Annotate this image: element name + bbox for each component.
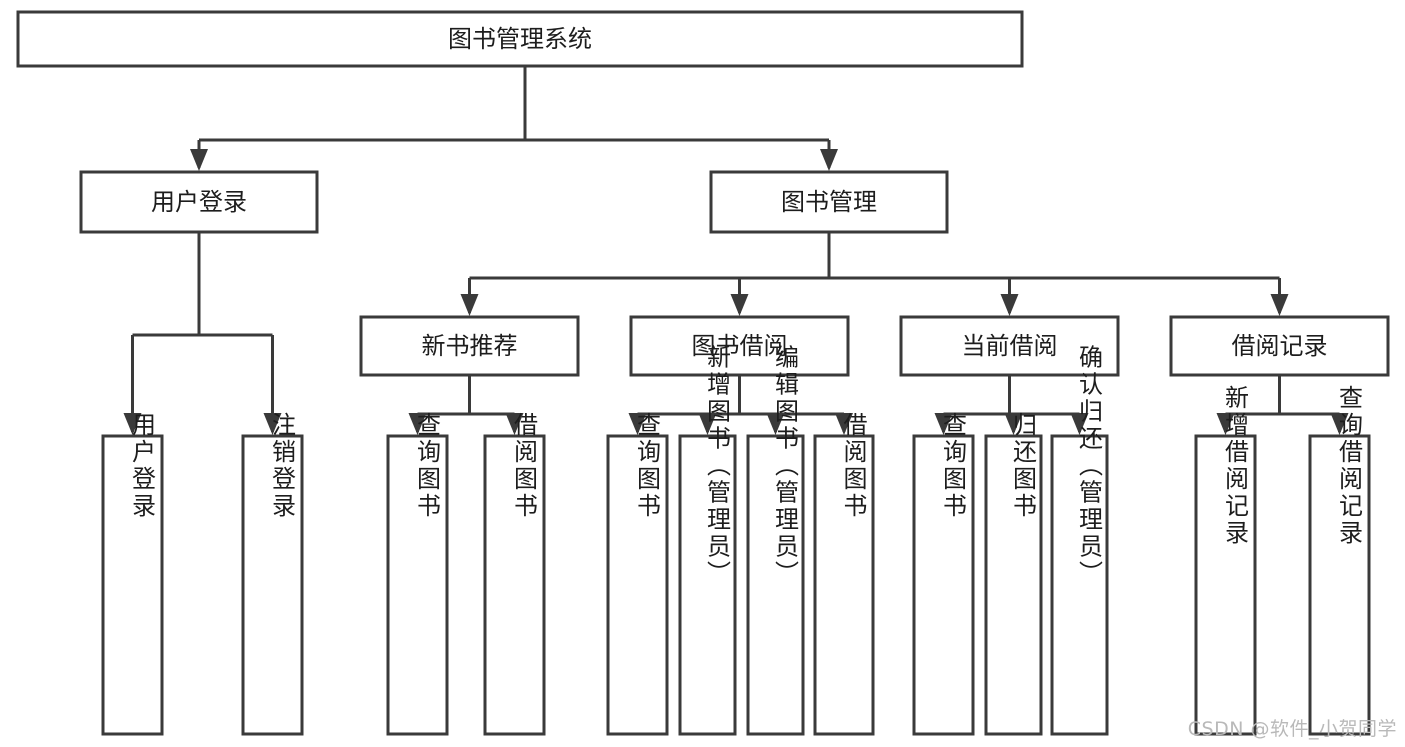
node-leaf-borrow-book-rec-box[interactable] [483,434,546,736]
node-borrow-record[interactable]: 借阅记录 [1169,315,1390,377]
node-leaf-add-book-box[interactable] [678,434,737,736]
node-leaf-user-login[interactable]: 用户登录 [101,412,164,736]
node-user-login-box[interactable] [79,170,319,234]
node-leaf-query-record-label: 查询借阅记录 [1335,385,1363,547]
node-leaf-user-logout[interactable]: 注销登录 [241,412,304,736]
node-book-borrow[interactable]: 图书借阅 [629,315,850,377]
node-leaf-borrow-book-box[interactable] [813,434,875,736]
arrow-head-icon-l2-1 [820,149,838,171]
node-leaf-confirm-return-label: 确认归还（管理员） [1075,345,1103,588]
arrow-head-icon-l3-1 [730,294,749,316]
arrow-head-icon-leaf-query-book-current [934,413,953,435]
node-leaf-borrow-book-rec[interactable]: 借阅图书 [483,412,546,736]
node-leaf-query-record-box[interactable] [1308,434,1371,736]
node-leaf-query-book-rec[interactable]: 查询图书 [386,412,449,736]
arrow-head-icon-leaf-edit-book [766,413,785,435]
arrow-head-icon-leaf-query-record [1330,413,1349,435]
node-root-box[interactable] [16,10,1024,68]
arrow-head-icon-leaf-borrow-book-rec [505,413,524,435]
node-leaf-edit-book-label: 编辑图书（管理员） [771,345,799,588]
arrow-head-icon-l3-3 [1270,294,1289,316]
arrow-head-icon-leaf-add-book [698,413,717,435]
node-current-borrow[interactable]: 当前借阅 [899,315,1120,377]
node-new-book-rec-label: 新书推荐 [422,332,518,360]
node-book-manage-box[interactable] [709,170,949,234]
node-leaf-query-book-rec-box[interactable] [386,434,449,736]
node-leaf-return-book[interactable]: 归还图书 [984,412,1043,736]
arrow-head-icon-l3-2 [1000,294,1019,316]
arrow-head-icon-leaf-borrow-book [835,413,853,435]
node-current-borrow-box[interactable] [899,315,1120,377]
node-current-borrow-label: 当前借阅 [962,332,1058,360]
node-leaf-query-book-borrow-box[interactable] [606,434,669,736]
node-leaf-query-book-borrow-label: 查询图书 [633,412,661,520]
node-leaf-return-book-box[interactable] [984,434,1043,736]
node-user-login[interactable]: 用户登录 [79,170,319,234]
node-leaf-add-record[interactable]: 新增借阅记录 [1194,385,1257,736]
arrow-head-icon-leaf-return-book [1004,413,1023,435]
node-leaf-query-book-rec-label: 查询图书 [413,412,441,520]
node-new-book-rec-box[interactable] [359,315,580,377]
node-leaf-user-login-label: 用户登录 [128,412,156,520]
node-leaf-query-book-current[interactable]: 查询图书 [912,412,975,736]
node-book-borrow-box[interactable] [629,315,850,377]
arrow-head-icon-leaf-user-logout [263,413,282,435]
node-leaf-user-logout-box[interactable] [241,434,304,736]
node-leaf-borrow-book[interactable]: 借阅图书 [813,412,875,736]
arrow-head-icon-leaf-query-book-borrow [628,413,647,435]
arrow-head-icon-l3-0 [460,294,479,316]
arrow-head-icon-leaf-query-book-rec [408,413,427,435]
node-book-borrow-label: 图书借阅 [692,332,788,360]
connector-layer [123,66,1349,435]
arrow-head-icon-l2-0 [190,149,208,171]
node-leaf-confirm-return-box[interactable] [1050,434,1109,736]
node-leaf-borrow-book-label: 借阅图书 [839,412,867,520]
node-leaf-add-book-label: 新增图书（管理员） [703,345,731,588]
node-book-manage[interactable]: 图书管理 [709,170,949,234]
node-root-label: 图书管理系统 [448,25,592,53]
node-leaf-edit-book-box[interactable] [746,434,805,736]
arrow-head-icon-leaf-confirm-return [1070,413,1089,435]
node-new-book-rec[interactable]: 新书推荐 [359,315,580,377]
node-leaf-add-book[interactable]: 新增图书（管理员） [678,345,737,736]
node-leaf-query-book-current-box[interactable] [912,434,975,736]
node-user-login-label: 用户登录 [151,188,247,216]
node-leaf-confirm-return[interactable]: 确认归还（管理员） [1050,345,1109,736]
node-leaf-query-record[interactable]: 查询借阅记录 [1308,385,1371,736]
node-leaf-edit-book[interactable]: 编辑图书（管理员） [746,345,805,736]
node-leaf-add-record-box[interactable] [1194,434,1257,736]
node-leaf-query-book-borrow[interactable]: 查询图书 [606,412,669,736]
node-book-manage-label: 图书管理 [781,188,877,216]
node-leaf-user-logout-label: 注销登录 [268,412,296,520]
node-borrow-record-label: 借阅记录 [1232,332,1328,360]
node-leaf-return-book-label: 归还图书 [1009,412,1037,520]
node-root[interactable]: 图书管理系统 [16,10,1024,68]
node-leaf-add-record-label: 新增借阅记录 [1221,385,1249,547]
arrow-head-icon-leaf-user-login [123,413,142,435]
node-layer: 图书管理系统用户登录图书管理新书推荐图书借阅当前借阅借阅记录用户登录注销登录查询… [16,10,1390,736]
arrow-head-icon-leaf-add-record [1216,413,1235,435]
node-leaf-query-book-current-label: 查询图书 [939,412,967,520]
node-leaf-user-login-box[interactable] [101,434,164,736]
node-borrow-record-box[interactable] [1169,315,1390,377]
node-leaf-borrow-book-rec-label: 借阅图书 [510,412,538,520]
